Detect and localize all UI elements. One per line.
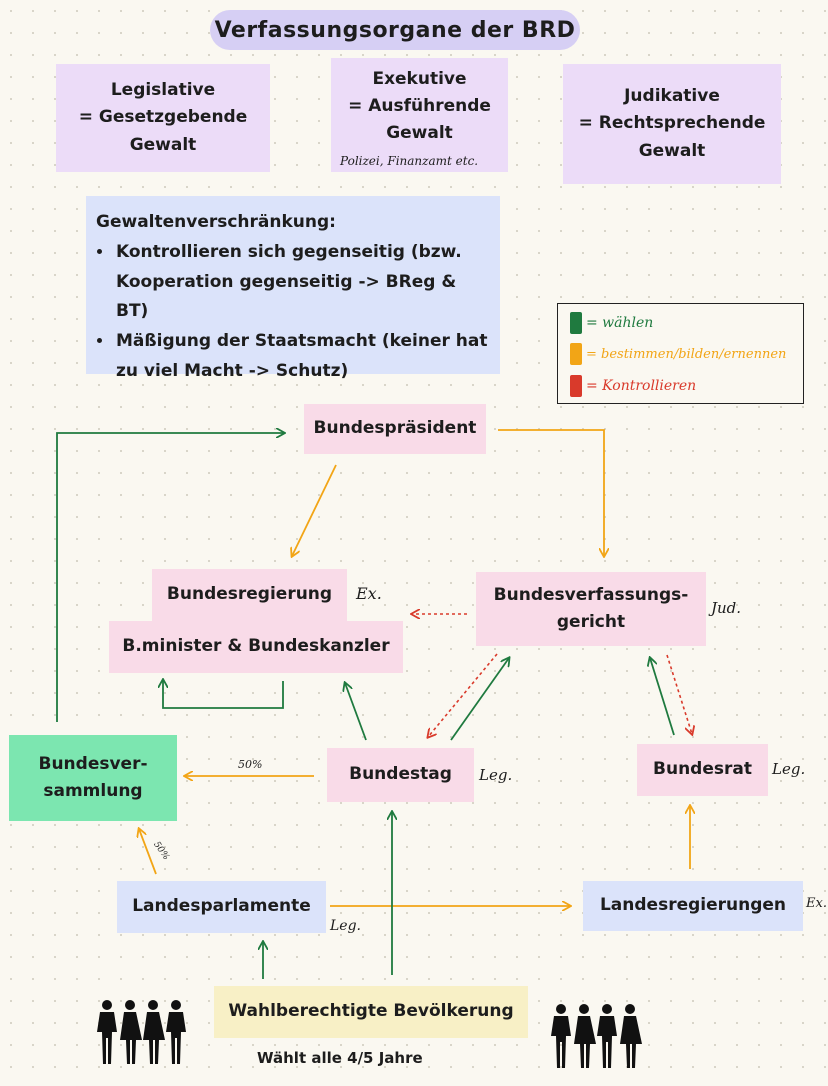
legend-item-bestimmen: = bestimmen/bilden/ernennen bbox=[570, 343, 786, 365]
legend-swatch-green bbox=[570, 312, 582, 334]
bundesversammlung-box: Bundesver- sammlung bbox=[9, 735, 177, 821]
minister-kanzler-box: B.minister & Bundeskanzler bbox=[109, 621, 403, 673]
people-group-left-icon bbox=[97, 1000, 186, 1064]
landesparlamente-box: Landesparlamente bbox=[117, 881, 326, 933]
people-group-right-icon bbox=[551, 1004, 642, 1068]
bverfg-line-2: gericht bbox=[556, 612, 626, 632]
landesparlamente-tag: Leg. bbox=[330, 918, 361, 934]
arrow-kanzler-loop bbox=[163, 680, 284, 709]
legend-label: = bestimmen/bilden/ernennen bbox=[586, 346, 787, 362]
bundesversammlung-line-2: sammlung bbox=[43, 781, 143, 801]
landesregierungen-tag: Ex. bbox=[806, 896, 827, 911]
arrow-bt-to-bverfg bbox=[450, 658, 509, 741]
judikative-line-1: Judikative bbox=[624, 86, 720, 107]
arrow-bp-to-bverfg bbox=[498, 429, 604, 556]
arrow-br-to-bverfg bbox=[650, 658, 675, 736]
gewaltenverschraenkung-heading: Gewaltenverschränkung: bbox=[96, 212, 336, 232]
gewaltenverschraenkung-list: Kontrollieren sich gegenseitig (bzw. Koo… bbox=[96, 238, 490, 387]
legend-swatch-orange bbox=[570, 343, 582, 365]
bverfg-tag: Jud. bbox=[711, 599, 742, 617]
legend-label: = wählen bbox=[586, 315, 654, 331]
arrow-bverfg-to-br bbox=[666, 654, 692, 734]
bevoelkerung-box: Wahlberechtigte Bevölkerung bbox=[214, 986, 528, 1038]
list-item: Kontrollieren sich gegenseitig (bzw. Koo… bbox=[114, 238, 490, 327]
judikative-line-3: Gewalt bbox=[638, 140, 706, 161]
legend-item-kontrollieren: = Kontrollieren bbox=[570, 375, 696, 397]
bundestag-box: Bundestag bbox=[327, 748, 474, 802]
legend-item-waehlen: = wählen bbox=[570, 312, 653, 334]
legend-swatch-red bbox=[570, 375, 582, 397]
bundespraesident-box: Bundespräsident bbox=[304, 404, 486, 454]
exekutive-line-1: Exekutive bbox=[372, 69, 467, 89]
exekutive-note: Polizei, Finanzamt etc. bbox=[340, 154, 479, 168]
bundestag-share-label: 50% bbox=[238, 758, 263, 771]
arrow-bv-to-bp bbox=[56, 433, 284, 722]
bundestag-tag: Leg. bbox=[479, 766, 513, 784]
bverfg-line-1: Bundesverfassungs- bbox=[493, 584, 689, 605]
legislative-line-1: Legislative bbox=[110, 80, 216, 101]
wahl-info: Wählt alle 4/5 Jahre bbox=[257, 1049, 423, 1067]
bundesregierung-box: Bundesregierung bbox=[152, 569, 347, 621]
arrow-lp-to-bv bbox=[139, 829, 157, 875]
legend-label: = Kontrollieren bbox=[586, 378, 697, 394]
exekutive-line-2: = Ausführende bbox=[348, 96, 491, 117]
bundesversammlung-line-1: Bundesver- bbox=[38, 753, 148, 774]
gewaltenverschraenkung-box: Gewaltenverschränkung: Kontrollieren sic… bbox=[86, 196, 500, 381]
bundesrat-tag: Leg. bbox=[772, 760, 806, 778]
judikative-box: Judikative = Rechtsprechende Gewalt bbox=[563, 64, 781, 184]
bundesrat-box: Bundesrat bbox=[637, 744, 768, 796]
legislative-line-2: = Gesetzgebende bbox=[78, 107, 248, 128]
bundesregierung-tag: Ex. bbox=[356, 584, 382, 603]
arrow-bt-to-kanzler bbox=[345, 683, 367, 741]
page-title: Verfassungsorgane der BRD bbox=[210, 10, 580, 50]
exekutive-box: Exekutive = Ausführende Gewalt bbox=[331, 58, 508, 172]
list-item: Mäßigung der Staatsmacht (keiner hat zu … bbox=[114, 327, 490, 387]
judikative-line-2: = Rechtsprechende bbox=[578, 113, 766, 134]
legislative-box: Legislative = Gesetzgebende Gewalt bbox=[56, 64, 270, 172]
arrow-bp-to-breg bbox=[292, 464, 337, 556]
exekutive-line-3: Gewalt bbox=[386, 123, 453, 144]
legislative-line-3: Gewalt bbox=[129, 134, 197, 155]
bundesverfassungsgericht-box: Bundesverfassungs- gericht bbox=[476, 572, 706, 646]
landesregierungen-box: Landesregierungen bbox=[583, 881, 803, 931]
legend: = wählen = bestimmen/bilden/ernennen = K… bbox=[557, 303, 804, 404]
